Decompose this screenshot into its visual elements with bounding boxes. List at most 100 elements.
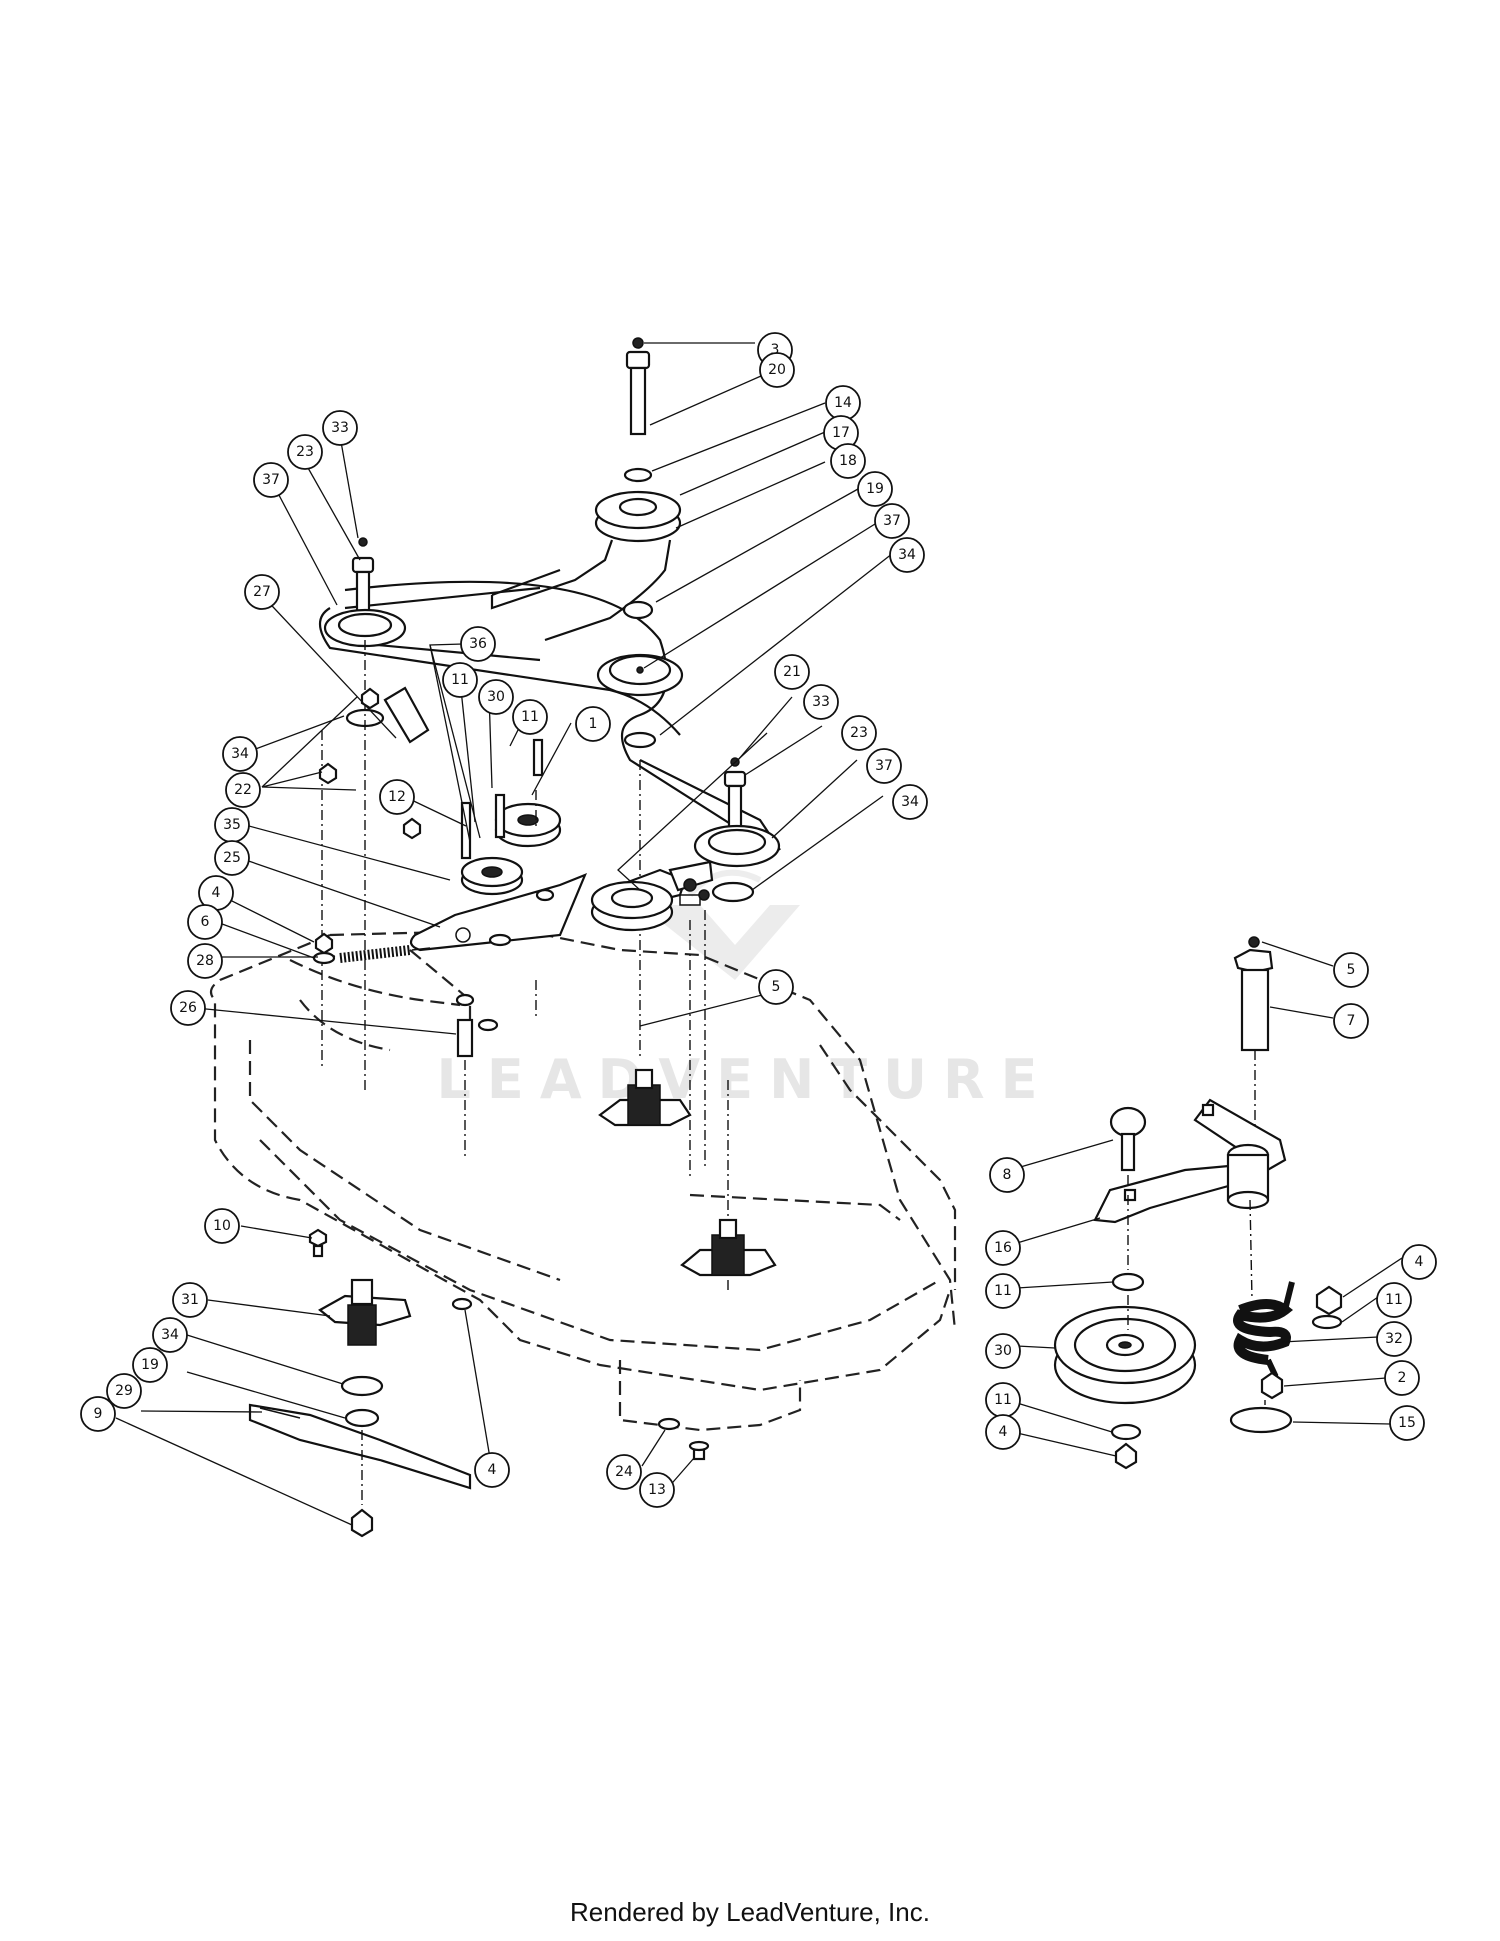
pto-idler-spring	[679, 878, 710, 906]
callout-4-deck: 4	[474, 1452, 510, 1488]
svg-text:4: 4	[1415, 1254, 1424, 1270]
svg-text:23: 23	[296, 444, 314, 460]
callout-4-pulley: 4	[985, 1414, 1021, 1450]
svg-text:4: 4	[999, 1424, 1008, 1440]
svg-text:17: 17	[832, 425, 850, 441]
svg-text:36: 36	[469, 636, 487, 652]
callout-8: 8	[989, 1157, 1025, 1193]
svg-text:5: 5	[1347, 962, 1356, 978]
svg-text:27: 27	[253, 584, 271, 600]
svg-text:22: 22	[234, 782, 252, 798]
nut-4-right	[1315, 1285, 1343, 1316]
callout-28: 28	[187, 943, 223, 979]
svg-text:33: 33	[812, 694, 830, 710]
idler-spacer	[455, 993, 475, 1007]
svg-text:16: 16	[994, 1240, 1012, 1256]
svg-text:1: 1	[589, 716, 598, 732]
left-axis-line	[321, 640, 366, 1090]
svg-text:20: 20	[768, 362, 786, 378]
callout-37-left: 37	[253, 462, 289, 498]
svg-text:11: 11	[521, 709, 539, 725]
callout-12: 12	[379, 779, 415, 815]
center-lower-washer	[623, 731, 657, 749]
svg-text:6: 6	[201, 914, 210, 930]
callout-9: 9	[80, 1396, 116, 1432]
svg-text:29: 29	[115, 1383, 133, 1399]
callout-34-right: 34	[892, 784, 928, 820]
callout-26: 26	[170, 990, 206, 1026]
svg-text:2: 2	[1398, 1370, 1407, 1386]
spacer-nut	[477, 1018, 499, 1032]
carriage-bolt	[1109, 1106, 1147, 1172]
callout-7: 7	[1333, 1003, 1369, 1039]
svg-text:35: 35	[223, 817, 241, 833]
svg-text:33: 33	[331, 420, 349, 436]
svg-text:30: 30	[487, 689, 505, 705]
pivot-bolt-assembly	[1233, 936, 1274, 1052]
idler-pulley-30	[1053, 1305, 1197, 1405]
watermark-text: LEADVENTURE	[437, 1048, 1054, 1111]
mower-blade	[248, 1403, 472, 1490]
callout-33-right: 33	[803, 684, 839, 720]
idler-pulley-left	[460, 856, 524, 896]
callout-11-arm: 11	[985, 1273, 1021, 1309]
callout-4-spring: 4	[198, 875, 234, 911]
callout-13: 13	[639, 1472, 675, 1508]
leader-lines	[115, 342, 1403, 1526]
spindle-housing-center	[598, 1068, 692, 1127]
callout-19-top: 19	[857, 471, 893, 507]
deck-bolt-10	[308, 1228, 328, 1258]
svg-text:34: 34	[231, 746, 249, 762]
idler-hardware	[318, 687, 555, 947]
callout-6: 6	[187, 904, 223, 940]
right-spacer-washer	[711, 881, 755, 903]
pto-belt	[490, 539, 672, 642]
belt-guide-27	[383, 686, 430, 744]
callout-34-blade: 34	[152, 1317, 188, 1353]
callout-20: 20	[759, 352, 795, 388]
svg-text:23: 23	[850, 725, 868, 741]
blade-nut	[350, 1508, 374, 1538]
right-spindle-pulley	[693, 824, 781, 868]
center-washer	[623, 467, 653, 483]
center-pulley	[596, 653, 684, 697]
deck-bottom-hardware	[657, 1417, 710, 1461]
callout-30-top: 30	[478, 679, 514, 715]
callout-18: 18	[830, 443, 866, 479]
svg-text:7: 7	[1347, 1013, 1356, 1029]
callout-10: 10	[204, 1208, 240, 1244]
spindle-housing-left	[318, 1278, 412, 1346]
svg-text:3: 3	[771, 342, 780, 358]
svg-text:4: 4	[488, 1462, 497, 1478]
callout-36: 36	[460, 626, 496, 662]
pto-idler-pulley	[590, 880, 674, 932]
center-double-pulley	[594, 490, 682, 543]
callout-11-idler-b: 11	[512, 699, 548, 735]
svg-text:11: 11	[451, 672, 469, 688]
washer-11-lower	[1110, 1423, 1142, 1441]
watermark-logo	[640, 869, 800, 980]
svg-text:30: 30	[994, 1343, 1012, 1359]
callout-31: 31	[172, 1282, 208, 1318]
svg-text:10: 10	[213, 1218, 231, 1234]
spacer-15	[1229, 1406, 1293, 1434]
callout-11-right: 11	[1376, 1282, 1412, 1318]
callout-19-blade: 19	[132, 1347, 168, 1383]
idler-pulley-top	[494, 802, 562, 848]
callout-16: 16	[985, 1230, 1021, 1266]
svg-text:31: 31	[181, 1292, 199, 1308]
pto-axis-line	[689, 910, 706, 1180]
callout-33-left: 33	[322, 410, 358, 446]
callout-5-right: 5	[1333, 952, 1369, 988]
washer-11-upper	[1111, 1272, 1145, 1292]
left-spindle-pulley	[323, 608, 407, 648]
svg-text:25: 25	[223, 850, 241, 866]
callout-37-center: 37	[874, 503, 910, 539]
callout-34-center: 34	[889, 537, 925, 573]
spring-anchor-nut	[312, 932, 336, 965]
callout-15: 15	[1389, 1405, 1425, 1441]
washer-11-right	[1311, 1314, 1343, 1330]
svg-text:37: 37	[875, 758, 893, 774]
callout-11-idler-a: 11	[442, 662, 478, 698]
callout-37-right: 37	[866, 748, 902, 784]
